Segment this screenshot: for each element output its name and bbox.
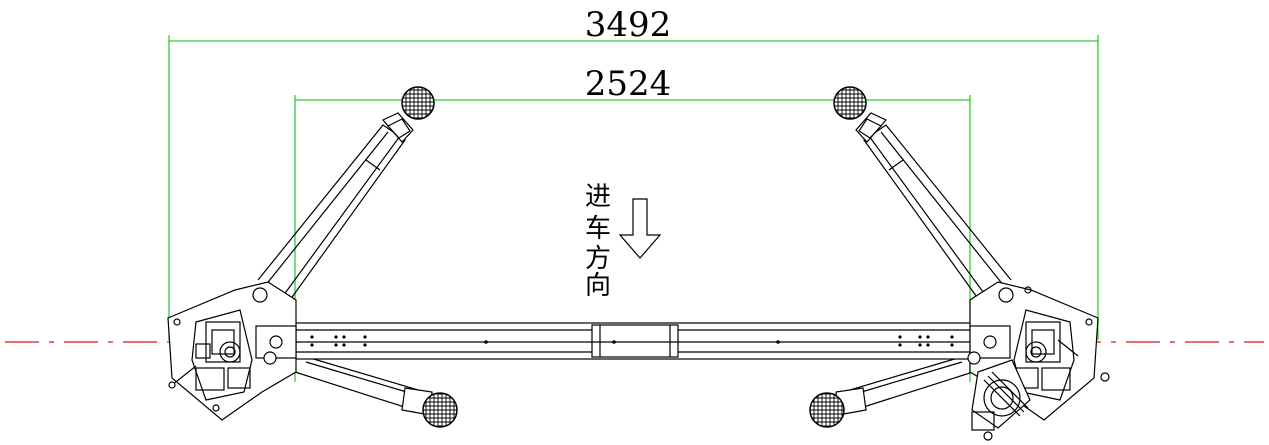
- inner-dimension-label: 2524: [585, 64, 672, 104]
- overall-dimension-label: 3492: [585, 5, 672, 45]
- entry-direction-label: 进 车 方 向: [585, 182, 611, 301]
- upper-right-pad: [833, 86, 867, 120]
- lower-left-pad: [422, 392, 458, 428]
- direction-char-3: 方: [585, 244, 611, 274]
- upper-left-pad: [401, 86, 435, 120]
- down-arrow-icon: [618, 198, 662, 259]
- left-post: [167, 281, 297, 421]
- cross-beam: [257, 322, 1004, 360]
- lower-right-arm: [835, 354, 974, 416]
- direction-char-2: 车: [585, 214, 611, 244]
- upper-left-arm: [257, 112, 414, 301]
- upper-right-arm: [855, 112, 1012, 301]
- motor-unit: [971, 359, 1031, 441]
- direction-char-1: 进: [585, 182, 611, 212]
- beam-holes: [310, 335, 954, 347]
- overall-dimension: 3492: [168, 5, 1099, 340]
- direction-char-4: 向: [585, 271, 611, 301]
- lower-right-pad: [809, 392, 845, 428]
- lower-left-arm: [294, 354, 433, 416]
